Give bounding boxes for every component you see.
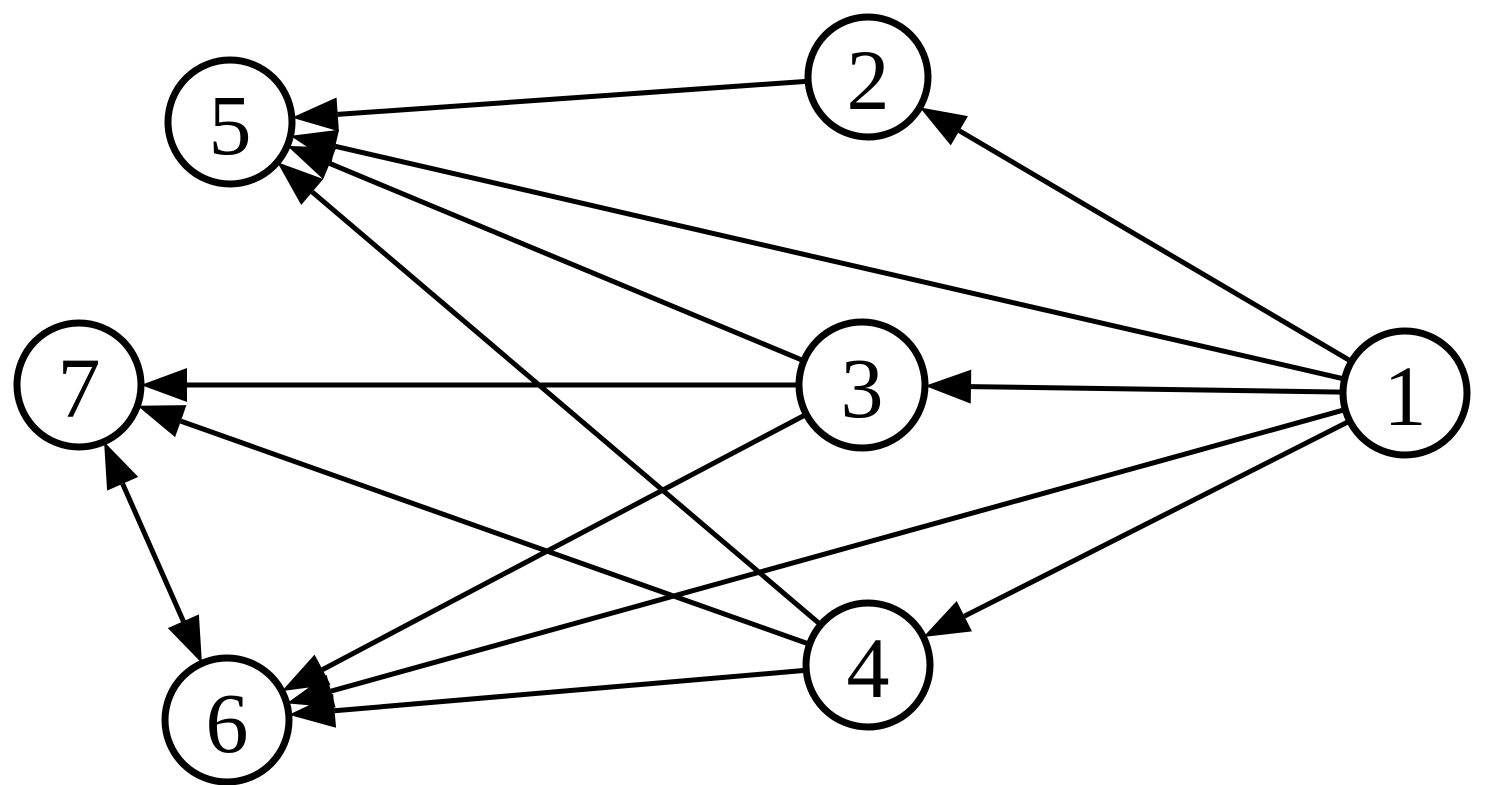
edge-line <box>321 412 808 672</box>
edge-1-to-4[interactable] <box>923 418 1351 637</box>
node-circle <box>1339 327 1471 459</box>
edge-line <box>330 407 1346 694</box>
edge-3-to-6[interactable] <box>281 412 808 692</box>
arrowhead-icon <box>137 405 187 438</box>
arrowhead-icon <box>281 654 331 692</box>
node-label: 3 <box>841 340 884 436</box>
graph-node-4[interactable]: 4 <box>802 599 934 731</box>
graph-node-7[interactable]: 7 <box>13 319 145 451</box>
edge-1-to-2[interactable] <box>919 107 1353 364</box>
node-label: 5 <box>209 77 252 173</box>
arrowhead-icon <box>291 97 339 132</box>
node-circle <box>804 13 932 141</box>
edge-line <box>334 667 807 714</box>
edge-4-to-5[interactable] <box>277 162 823 627</box>
edge-3-to-7[interactable] <box>141 368 799 402</box>
node-circle <box>795 318 929 452</box>
node-circle <box>13 319 145 451</box>
edge-line <box>970 384 1344 395</box>
arrowhead-icon <box>288 693 337 728</box>
edge-line <box>334 143 1346 382</box>
arrowhead-icon <box>919 107 968 146</box>
edge-line <box>310 190 823 627</box>
edge-4-to-6[interactable] <box>288 667 807 728</box>
node-circle <box>161 654 293 785</box>
node-circle <box>164 56 296 188</box>
graph-node-2[interactable]: 2 <box>804 13 932 141</box>
arrowhead-icon <box>923 601 973 637</box>
arrowhead-icon <box>104 441 139 491</box>
edge-2-to-5[interactable] <box>291 78 809 132</box>
nodes-layer: 1 2 3 4 5 6 7 <box>13 13 1471 785</box>
node-label: 1 <box>1384 348 1427 444</box>
arrowhead-icon <box>287 145 337 180</box>
graph-node-5[interactable]: 5 <box>164 56 296 188</box>
edge-line <box>120 482 186 623</box>
edge-line <box>958 128 1353 364</box>
graph-node-6[interactable]: 6 <box>161 654 293 785</box>
edge-1-to-3[interactable] <box>924 369 1344 404</box>
node-label: 2 <box>847 32 890 128</box>
edge-line <box>337 78 809 117</box>
edge-line <box>179 418 811 647</box>
graph-node-3[interactable]: 3 <box>795 318 929 452</box>
arrowhead-icon <box>924 369 972 404</box>
arrowhead-icon <box>167 614 202 664</box>
edge-4-to-7[interactable] <box>137 405 811 647</box>
graph-node-1[interactable]: 1 <box>1339 327 1471 459</box>
node-label: 4 <box>847 620 890 716</box>
arrowhead-icon <box>277 162 324 205</box>
edge-line <box>328 161 805 364</box>
edge-7-to-6[interactable] <box>104 441 202 664</box>
edges-layer <box>104 78 1353 728</box>
node-label: 6 <box>206 675 249 771</box>
arrowhead-icon <box>141 368 187 402</box>
edge-line <box>963 418 1351 619</box>
node-label: 7 <box>58 340 101 436</box>
node-circle <box>802 599 934 731</box>
edge-3-to-5[interactable] <box>287 145 805 364</box>
